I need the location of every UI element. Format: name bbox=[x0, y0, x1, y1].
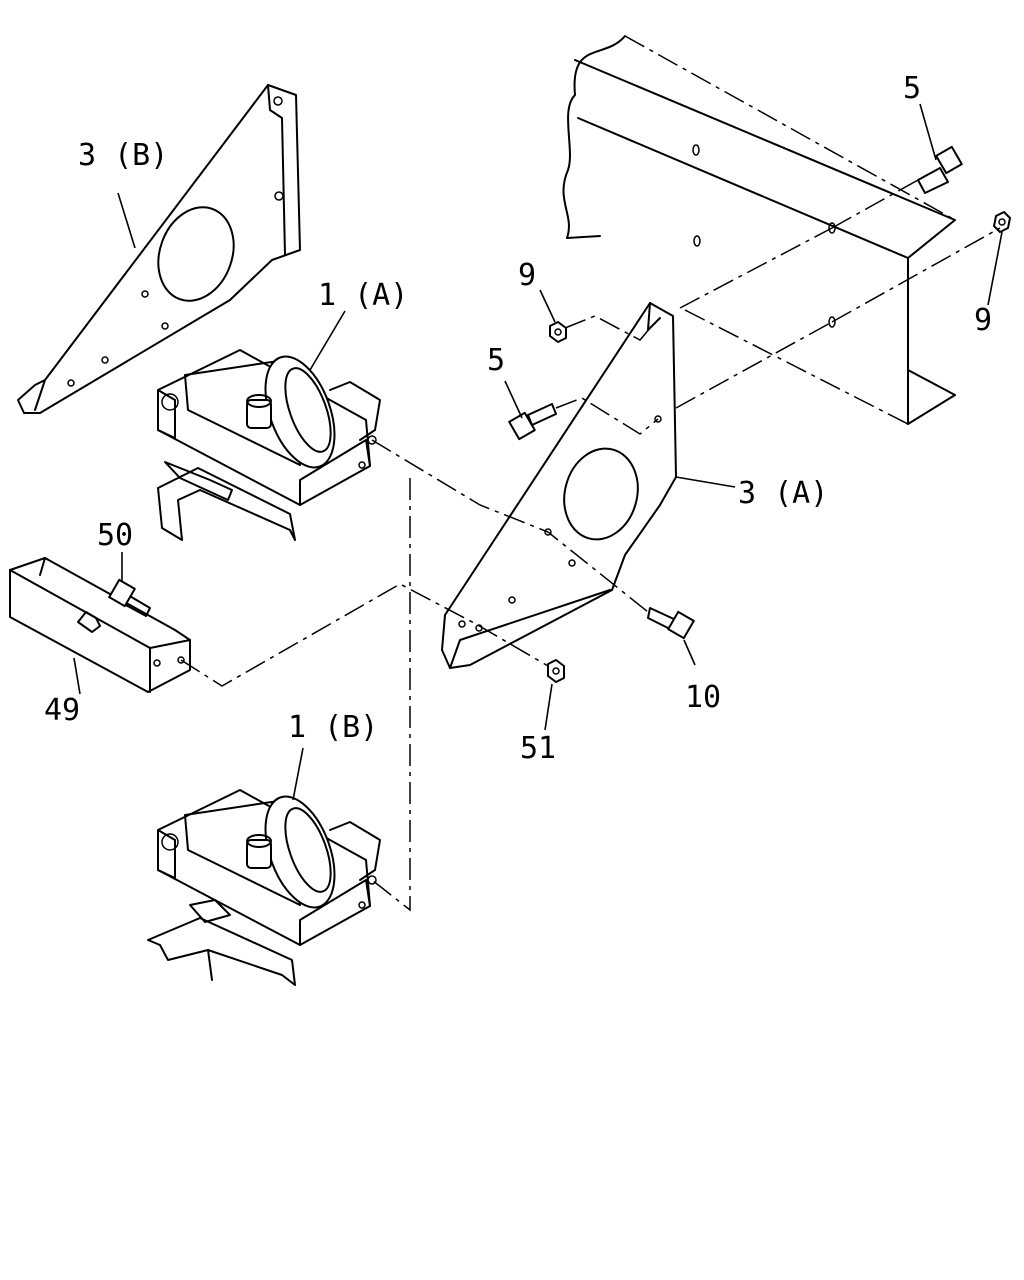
nut-9-left bbox=[549, 321, 567, 343]
bracket-3a bbox=[441, 302, 677, 669]
engine-mount-1b bbox=[147, 789, 381, 986]
callout-3a: 3 (A) bbox=[738, 476, 828, 511]
bolt-10 bbox=[647, 607, 695, 640]
callout-51: 51 bbox=[520, 731, 556, 766]
leader-lines bbox=[73, 103, 1003, 801]
nut-9-right bbox=[993, 211, 1011, 233]
callout-50: 50 bbox=[97, 518, 133, 553]
assembly-lines bbox=[180, 179, 1001, 912]
bracket-3b bbox=[17, 84, 301, 414]
callout-1a: 1 (A) bbox=[318, 278, 408, 313]
bolt-50 bbox=[108, 578, 151, 617]
callout-9-right: 9 bbox=[974, 303, 992, 338]
nut-51 bbox=[547, 659, 565, 683]
bolt-5-mid bbox=[508, 403, 557, 441]
callout-49: 49 bbox=[44, 693, 80, 728]
callout-10: 10 bbox=[685, 680, 721, 715]
callout-3b: 3 (B) bbox=[78, 138, 168, 173]
plate-49 bbox=[9, 557, 191, 693]
engine-mount-1a bbox=[157, 349, 381, 541]
callout-1b: 1 (B) bbox=[288, 710, 378, 745]
callout-5-top: 5 bbox=[903, 71, 921, 106]
callout-9-left: 9 bbox=[518, 258, 536, 293]
callout-5-mid: 5 bbox=[487, 343, 505, 378]
callout-labels: 3 (B) 1 (A) 5 9 9 5 3 (A) 50 49 10 51 1 … bbox=[44, 71, 992, 766]
bolt-5-top bbox=[917, 145, 963, 194]
